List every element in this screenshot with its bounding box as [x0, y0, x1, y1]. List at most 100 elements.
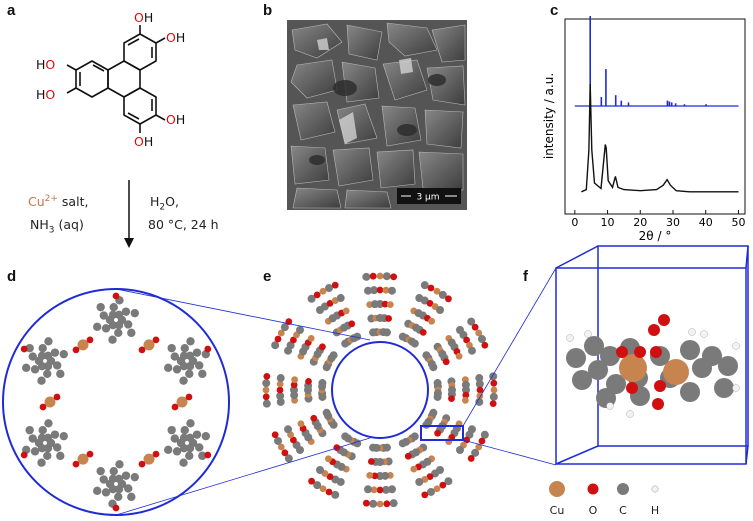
carbon-atom	[415, 477, 424, 486]
carbon-atom	[124, 320, 133, 329]
carbon-atom	[376, 472, 384, 480]
oxygen-atom	[262, 393, 270, 401]
copper-atom	[490, 386, 498, 394]
carbon-atom	[186, 337, 195, 346]
carbon-atom	[37, 433, 47, 443]
carbon-atom	[436, 306, 445, 315]
oxygen-atom	[462, 391, 470, 399]
carbon-atom	[180, 425, 189, 435]
carbon-atom	[114, 328, 123, 338]
carbon-atom	[99, 475, 108, 484]
carbon-atom	[164, 445, 173, 455]
carbon-atom	[325, 284, 334, 293]
carbon-atom	[480, 430, 489, 439]
carbon-atom	[164, 363, 173, 373]
carbon-atom	[331, 490, 340, 499]
carbon-atom	[185, 443, 195, 453]
copper-atom	[475, 443, 483, 451]
pxrd-x-tick-label: 40	[699, 216, 713, 229]
carbon-atom	[262, 399, 271, 408]
carbon-atom	[37, 376, 46, 385]
copper-atom	[297, 420, 305, 428]
carbon-atom	[369, 499, 378, 508]
legend-swatch-h	[651, 485, 659, 493]
scale-bar-label: 3 µm	[416, 193, 439, 203]
carbon-atom	[114, 484, 124, 494]
copper-atom	[663, 359, 689, 385]
oxygen-atom	[467, 455, 475, 462]
legend-swatch-cu	[549, 481, 565, 497]
oxygen-atom	[383, 500, 391, 508]
carbon-atom	[172, 447, 182, 456]
copper-atom	[428, 317, 436, 325]
oxygen-atom	[427, 284, 435, 292]
carbon-atom	[566, 348, 586, 368]
unit-cell-box	[555, 245, 749, 465]
carbon-atom	[30, 447, 40, 456]
oxygen-atom	[648, 324, 660, 336]
oxygen-atom	[310, 414, 318, 422]
oxygen-atom	[476, 386, 484, 394]
carbon-atom	[455, 446, 464, 455]
carbon-atom	[376, 300, 384, 308]
carbon-atom	[680, 382, 700, 402]
oxygen-atom	[152, 450, 160, 458]
oxygen-atom	[326, 473, 334, 481]
carbon-atom	[584, 336, 604, 356]
carbon-atom	[341, 432, 350, 441]
oxygen-atom	[112, 292, 120, 300]
carbon-atom	[38, 343, 47, 353]
carbon-atom	[195, 361, 204, 370]
oxygen-atom	[367, 458, 375, 465]
carbon-atom	[43, 351, 53, 361]
carbon-atom	[43, 361, 53, 371]
carbon-atom	[313, 481, 322, 490]
oh-label-lower-right: OH	[166, 112, 185, 127]
carbon-atom	[467, 317, 476, 326]
oxygen-atom	[313, 291, 321, 299]
carbon-atom	[43, 443, 53, 453]
carbon-atom	[124, 484, 133, 493]
carbon-atom	[329, 351, 338, 360]
oxygen-atom	[362, 499, 370, 507]
oxygen-atom	[138, 460, 146, 468]
copper-atom	[77, 453, 89, 465]
carbon-atom	[276, 374, 285, 383]
copper-atom	[342, 307, 350, 315]
copper-atom	[176, 396, 188, 408]
oxygen-atom	[325, 488, 333, 496]
sem-texture	[287, 20, 467, 210]
oxygen-atom	[305, 377, 312, 385]
oxygen-atom	[263, 372, 271, 380]
carbon-atom	[680, 340, 700, 360]
panel-letter-b: b	[263, 2, 273, 19]
carbon-atom	[179, 433, 189, 443]
carbon-atom	[198, 369, 207, 379]
carbon-atom	[93, 486, 102, 496]
oxygen-atom	[442, 358, 450, 366]
carbon-atom	[318, 379, 327, 388]
copper-atom	[410, 465, 418, 473]
copper-atom	[276, 380, 284, 388]
oxygen-atom	[86, 450, 94, 458]
hydrogen-atom	[606, 402, 614, 410]
carbon-atom	[179, 458, 188, 467]
hydrogen-atom	[732, 384, 740, 392]
carbon-atom	[185, 361, 195, 371]
carbon-atom	[433, 392, 442, 401]
oxygen-atom	[421, 491, 429, 499]
carbon-atom	[101, 324, 111, 333]
pxrd-x-tick-label: 10	[601, 216, 615, 229]
pxrd-x-tick-label: 0	[571, 216, 578, 229]
carbon-atom	[109, 466, 118, 476]
oxygen-atom	[290, 381, 298, 389]
carbon-atom	[307, 294, 316, 303]
copper-atom	[433, 287, 441, 295]
pxrd-x-tick-label: 50	[731, 216, 745, 229]
oxygen-atom	[448, 395, 455, 403]
unit-cell-view	[555, 245, 749, 465]
copper-atom	[376, 272, 384, 280]
carbon-atom	[382, 328, 391, 337]
carbon-atom	[714, 378, 734, 398]
